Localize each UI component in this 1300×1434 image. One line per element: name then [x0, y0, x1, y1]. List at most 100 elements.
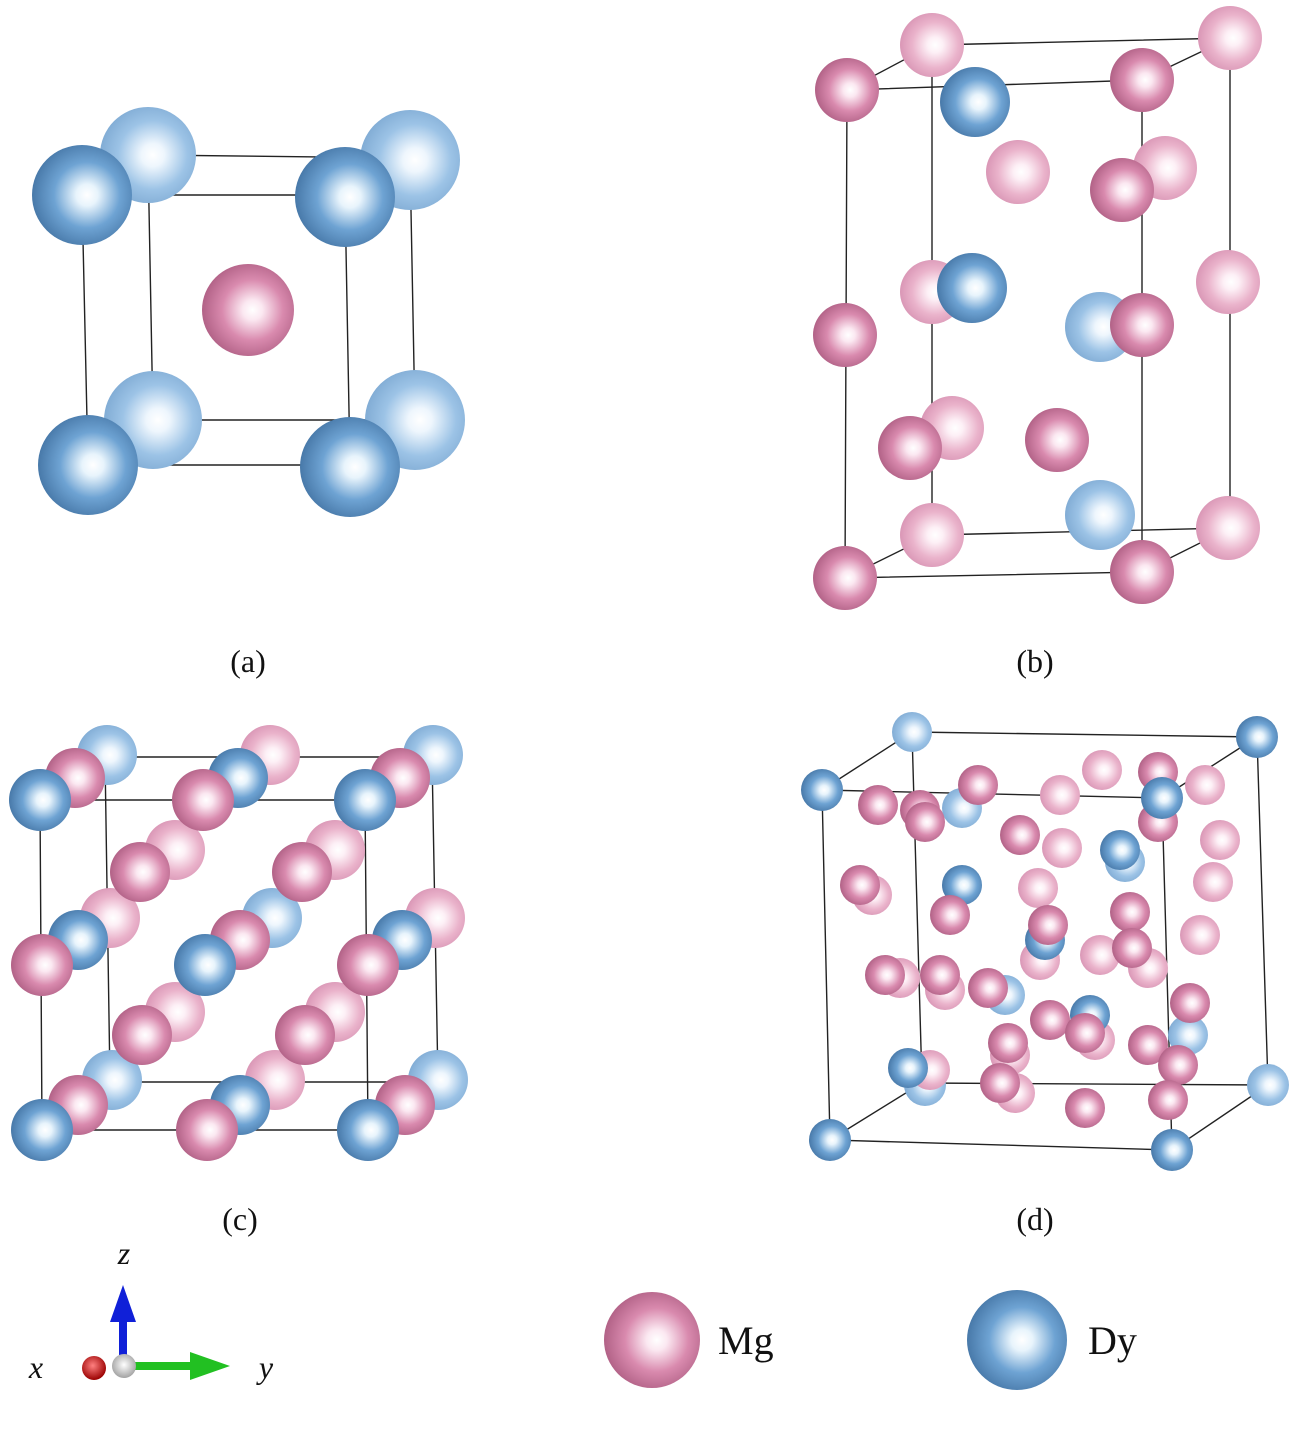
- mg-atom: [1112, 928, 1152, 968]
- dy-atom: [1141, 777, 1183, 819]
- dy-atom: [9, 769, 71, 831]
- panel-label-c: (c): [222, 1201, 258, 1237]
- z-axis-arrowhead: [110, 1285, 136, 1322]
- mg-legend-swatch: [604, 1292, 700, 1388]
- mg-atom: [988, 1023, 1028, 1063]
- dy-atom: [937, 253, 1007, 323]
- mg-atom: [1148, 1080, 1188, 1120]
- mg-atom: [1082, 750, 1122, 790]
- mg-legend-label: Mg: [718, 1318, 774, 1363]
- y-axis-shaft: [126, 1362, 190, 1370]
- mg-atom: [1090, 158, 1154, 222]
- mg-atom: [840, 865, 880, 905]
- mg-atom: [930, 895, 970, 935]
- mg-atom: [202, 264, 294, 356]
- mg-atom: [1030, 1000, 1070, 1040]
- dy-atom: [942, 865, 982, 905]
- dy-atom: [892, 712, 932, 752]
- dy-atom: [300, 417, 400, 517]
- dy-atom: [1151, 1129, 1193, 1171]
- mg-atom: [813, 303, 877, 367]
- mg-atom: [112, 1005, 172, 1065]
- panel-c: (c): [9, 725, 468, 1237]
- mg-atom: [1028, 905, 1068, 945]
- z-axis-label: z: [117, 1235, 131, 1271]
- mg-atom: [1110, 293, 1174, 357]
- mg-atom: [1180, 915, 1220, 955]
- panel-label-a: (a): [230, 643, 266, 679]
- x-axis-head: [82, 1356, 106, 1380]
- dy-atom: [1247, 1064, 1289, 1106]
- dy-atom: [337, 1099, 399, 1161]
- mg-atom: [920, 955, 960, 995]
- mg-atom: [900, 503, 964, 567]
- y-axis-arrowhead: [190, 1352, 230, 1380]
- mg-atom: [110, 842, 170, 902]
- legend: Mg Dy: [604, 1290, 1137, 1390]
- x-axis-label: x: [28, 1349, 43, 1385]
- mg-atom: [968, 968, 1008, 1008]
- mg-atom: [1185, 765, 1225, 805]
- mg-atom: [1170, 983, 1210, 1023]
- y-axis-label: y: [256, 1349, 274, 1385]
- mg-atom: [878, 416, 942, 480]
- mg-atom: [815, 58, 879, 122]
- mg-atom: [1080, 935, 1120, 975]
- mg-atom: [858, 785, 898, 825]
- mg-atom: [1065, 1013, 1105, 1053]
- mg-atom: [1018, 868, 1058, 908]
- mg-atom: [1110, 892, 1150, 932]
- panel-label-b: (b): [1016, 643, 1053, 679]
- dy-atom: [1236, 716, 1278, 758]
- dy-atom: [1065, 480, 1135, 550]
- dy-legend-label: Dy: [1088, 1318, 1137, 1363]
- panel-label-d: (d): [1016, 1201, 1053, 1237]
- mg-atom: [865, 955, 905, 995]
- mg-atom: [1110, 48, 1174, 112]
- dy-atom: [32, 145, 132, 245]
- mg-atom: [1065, 1088, 1105, 1128]
- dy-atom: [11, 1099, 73, 1161]
- dy-atom: [295, 147, 395, 247]
- mg-atom: [1193, 862, 1233, 902]
- mg-atom: [1196, 250, 1260, 314]
- mg-atom: [1196, 496, 1260, 560]
- axis-indicator: z y x: [28, 1235, 274, 1385]
- mg-atom: [900, 13, 964, 77]
- mg-atom: [11, 934, 73, 996]
- mg-atom: [1158, 1045, 1198, 1085]
- mg-atom: [1000, 815, 1040, 855]
- mg-atom: [172, 769, 234, 831]
- panel-b: (b): [813, 6, 1262, 679]
- mg-atom: [1040, 775, 1080, 815]
- mg-atom: [1198, 6, 1262, 70]
- mg-atom: [337, 934, 399, 996]
- dy-atom: [801, 769, 843, 811]
- mg-atom: [1042, 828, 1082, 868]
- dy-atom: [1100, 830, 1140, 870]
- panel-a: (a): [32, 107, 465, 679]
- mg-atom: [986, 140, 1050, 204]
- dy-atom: [38, 415, 138, 515]
- mg-atom: [958, 765, 998, 805]
- dy-atom: [174, 934, 236, 996]
- mg-atom: [813, 546, 877, 610]
- dy-atom: [809, 1119, 851, 1161]
- mg-atom: [905, 802, 945, 842]
- mg-atom: [275, 1005, 335, 1065]
- mg-atom: [980, 1063, 1020, 1103]
- panel-d: (d): [801, 712, 1289, 1237]
- mg-atom: [1110, 540, 1174, 604]
- mg-atom: [1128, 1025, 1168, 1065]
- dy-atom: [888, 1048, 928, 1088]
- origin-sphere: [112, 1354, 136, 1378]
- dy-legend-swatch: [967, 1290, 1067, 1390]
- z-axis-shaft: [119, 1318, 127, 1366]
- dy-atom: [940, 67, 1010, 137]
- mg-atom: [1025, 408, 1089, 472]
- mg-atom: [1200, 820, 1240, 860]
- dy-atom: [334, 769, 396, 831]
- unit-cell-edges: [844, 37, 1231, 579]
- mg-atom: [272, 842, 332, 902]
